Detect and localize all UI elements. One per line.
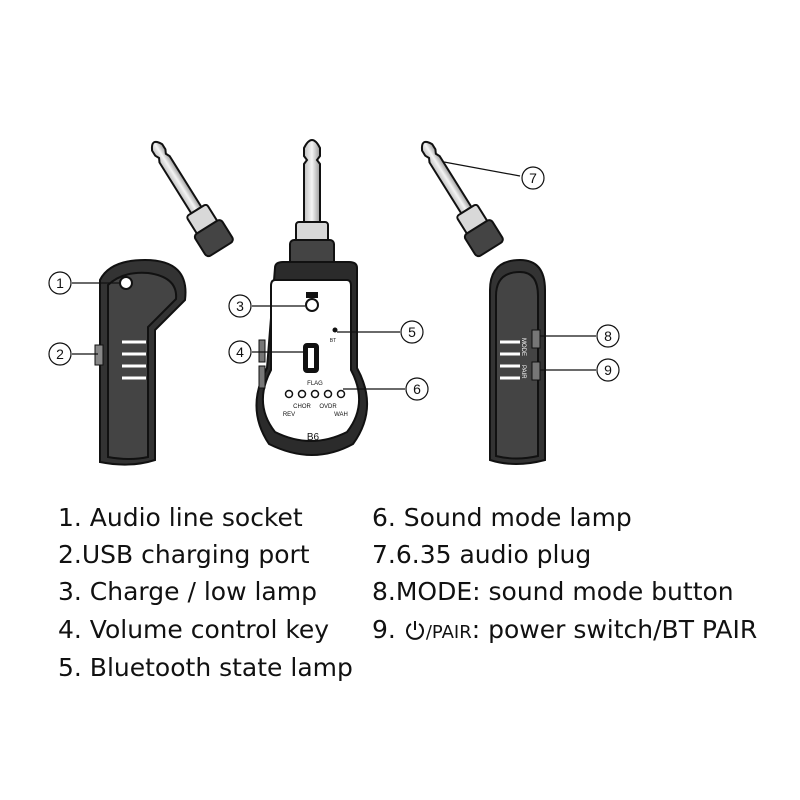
left-device [94,140,234,466]
legend-item-6: 6. Sound mode lamp [372,503,632,532]
callout-3-num: 3 [236,298,244,314]
callout-3 [228,294,252,318]
callout-9-num: 9 [604,362,612,378]
wah-label: WAH [334,412,348,418]
callout-2-num: 2 [56,346,64,362]
legend-item-5: 5. Bluetooth state lamp [58,653,353,682]
flag-label: FLAG [307,381,323,387]
callout-5-num: 5 [408,324,416,340]
left-jack [150,140,234,258]
legend-item-8: 8.MODE: sound mode button [372,577,734,606]
callout-5 [400,320,424,344]
callout-1-num: 1 [56,275,64,291]
legend-item-2: 2.USB charging port [58,540,310,569]
legend-item-9-prefix: 9. [372,615,396,644]
right-jack [420,140,504,258]
callout-4-num: 4 [236,344,244,360]
model-label: B6 [307,432,320,443]
callout-4 [228,340,252,364]
pair-label: PAIR [520,365,526,379]
chor-label: CHOR [293,404,311,410]
legend-item-9: 9. /PAIR: power switch/BT PAIR [372,615,758,644]
callout-8-num: 8 [604,328,612,344]
callout-7-num: 7 [529,170,537,186]
legend-item-4: 4. Volume control key [58,615,330,644]
leader-lines [72,161,596,390]
mode-label: MODE [520,338,526,356]
callout-2 [48,342,72,366]
callout-6-num: 6 [413,381,421,397]
callout-1 [48,271,72,295]
legend-item-9-suffix: : power switch/BT PAIR [471,615,758,644]
callout-9 [596,358,620,382]
center-device [255,139,368,456]
legend-item-1: 1. Audio line socket [58,503,303,532]
callouts [48,166,620,401]
ovdr-label: OVDR [319,404,337,410]
legend-item-7: 7.6.35 audio plug [372,540,592,569]
device-diagram: B6 BT FLAG CHOR OVDR REV WAH MODE PAIR [48,139,620,466]
callout-7 [521,166,545,190]
legend-item-3: 3. Charge / low lamp [58,577,317,606]
callout-6 [405,377,429,401]
rev-label: REV [283,412,295,418]
bt-label: BT [330,338,336,344]
legend-item-9-pair: PAIR [431,622,472,643]
right-device [420,140,546,465]
callout-8 [596,324,620,348]
power-icon [405,621,424,640]
